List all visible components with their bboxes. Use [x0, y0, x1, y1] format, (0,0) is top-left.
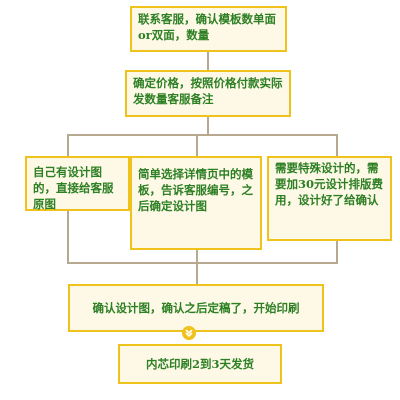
option-a-box: 自己有设计图的，直接给客服原图 [25, 156, 130, 211]
step1-box: 联系客服，确认模板数单面or双面，数量 [130, 6, 287, 52]
chevron-down-icon [182, 326, 196, 340]
connector-from-opt-c [336, 241, 338, 263]
step4-box: 确认设计图，确认之后定稿了，开始印刷 [68, 284, 324, 332]
step5-box: 内芯印刷2到3天发货 [118, 344, 282, 384]
step1-text: 联系客服，确认模板数单面or双面，数量 [138, 12, 276, 42]
connector-step2-down [207, 117, 209, 135]
connector-top-horizontal [67, 134, 338, 136]
connector-to-opt-c [336, 134, 338, 156]
connector-to-opt-a [67, 134, 69, 156]
connector-from-opt-b [196, 250, 198, 263]
connector-step1-step2 [207, 52, 209, 70]
option-c-box: 需要特殊设计的，需要加30元设计排版费用，设计好了给确认 [267, 156, 392, 241]
connector-bottom-horizontal [67, 262, 338, 264]
step2-text: 确定价格，按照价格付款实际发数量客服备注 [133, 76, 283, 106]
step5-text: 内芯印刷2到3天发货 [145, 357, 254, 371]
connector-to-step4 [196, 262, 198, 284]
step2-box: 确定价格，按照价格付款实际发数量客服备注 [125, 70, 291, 117]
connector-to-opt-b [196, 134, 198, 156]
connector-from-opt-a [67, 211, 69, 263]
option-b-text: 简单选择详情页中的模板，告诉客服编号，之后确定设计图 [138, 167, 253, 213]
step4-text: 确认设计图，确认之后定稿了，开始印刷 [92, 301, 300, 315]
option-b-box: 简单选择详情页中的模板，告诉客服编号，之后确定设计图 [130, 156, 262, 250]
option-a-text: 自己有设计图的，直接给客服原图 [33, 165, 114, 211]
option-c-text: 需要特殊设计的，需要加30元设计排版费用，设计好了给确认 [275, 161, 384, 207]
